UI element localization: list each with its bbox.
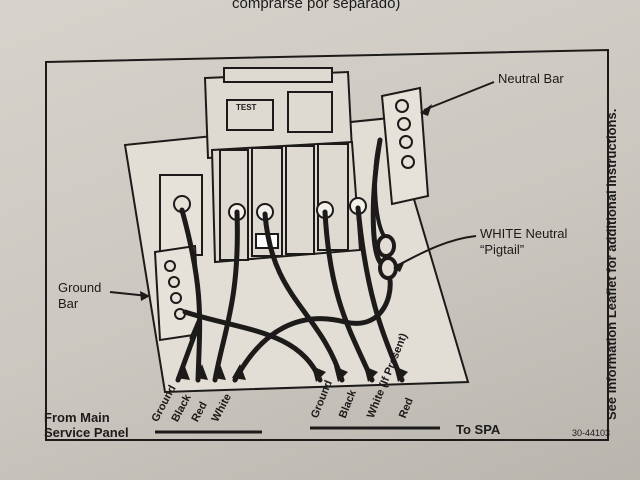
neutral-bar [380, 86, 430, 206]
outgoing-wires [182, 137, 405, 383]
breaker-test-label: TEST [236, 103, 257, 112]
from-main-label-2: Service Panel [44, 425, 129, 440]
ground-bar-label-1: Ground [58, 280, 102, 295]
incoming-wires [175, 207, 393, 383]
from-main-label-1: From Main [44, 410, 110, 425]
to-spa-label: To SPA [456, 422, 501, 437]
pigtail-label: “Pigtail” [480, 242, 525, 257]
side-note: See Information Leaflet for additional i… [604, 108, 619, 420]
top-text: comprarse por separado) [232, 0, 401, 12]
neutral-bar-label: Neutral Bar [498, 71, 564, 86]
breaker [203, 67, 362, 264]
panel-border [45, 48, 609, 441]
ground-bar-label-2: Bar [58, 296, 79, 311]
arrowheads [176, 364, 408, 382]
part-number: 30-44103 [572, 428, 611, 438]
white-neutral-label: WHITE Neutral [480, 226, 568, 241]
